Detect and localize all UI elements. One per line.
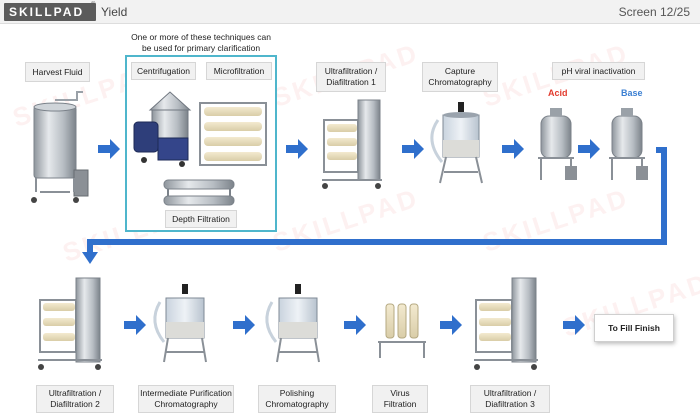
base-label: Base [621, 88, 643, 98]
header-bar: SKILLPAD ® Yield Screen 12/25 [0, 0, 700, 24]
centrifugation-label: Centrifugation [131, 62, 196, 80]
uf-df-3-label: Ultrafiltration / Diafiltration 3 [470, 385, 550, 413]
acid-label: Acid [548, 88, 568, 98]
skillpad-logo: SKILLPAD [4, 3, 96, 21]
polishing-column-icon [265, 284, 320, 363]
base-tank-icon [609, 108, 648, 180]
ultrafiltration-skid-2-icon [38, 277, 102, 370]
uf-df-1-label: Ultrafiltration / Diafiltration 1 [316, 62, 386, 92]
microfiltration-label: Microfiltration [206, 62, 272, 80]
row-connector-arrow-icon [82, 147, 667, 264]
uf-df-2-label: Ultrafiltration / Diafiltration 2 [36, 385, 114, 413]
harvest-tank-icon [31, 91, 89, 203]
screen-counter: Screen 12/25 [618, 5, 690, 19]
harvest-fluid-label: Harvest Fluid [25, 62, 90, 82]
acid-tank-icon [538, 108, 577, 180]
virus-filter-icon [378, 303, 426, 358]
capture-chromatography-label: Capture Chromatography [422, 62, 498, 92]
intermediate-purification-label: Intermediate Purification Chromatography [138, 385, 234, 413]
ultrafiltration-skid-1-icon [322, 99, 382, 189]
ph-viral-inactivation-label: pH viral inactivation [552, 62, 645, 80]
page-title: Yield [101, 5, 128, 19]
capture-column-icon [430, 102, 483, 184]
depth-filtration-icon [163, 179, 235, 206]
flow-arrow-icons [98, 139, 600, 335]
centrifuge-icon [133, 91, 192, 167]
clarification-note: One or more of these techniques can be u… [131, 32, 271, 53]
to-fill-finish-button[interactable]: To Fill Finish [594, 314, 674, 342]
microfiltration-rack-icon [199, 102, 267, 166]
depth-filtration-label: Depth Filtration [165, 210, 237, 228]
intermediate-column-icon [153, 284, 207, 363]
virus-filtration-label: Virus Filtration [372, 385, 428, 413]
polishing-chromatography-label: Polishing Chromatography [258, 385, 336, 413]
ultrafiltration-skid-3-icon [474, 277, 538, 370]
registered-mark: ® [91, 2, 96, 8]
